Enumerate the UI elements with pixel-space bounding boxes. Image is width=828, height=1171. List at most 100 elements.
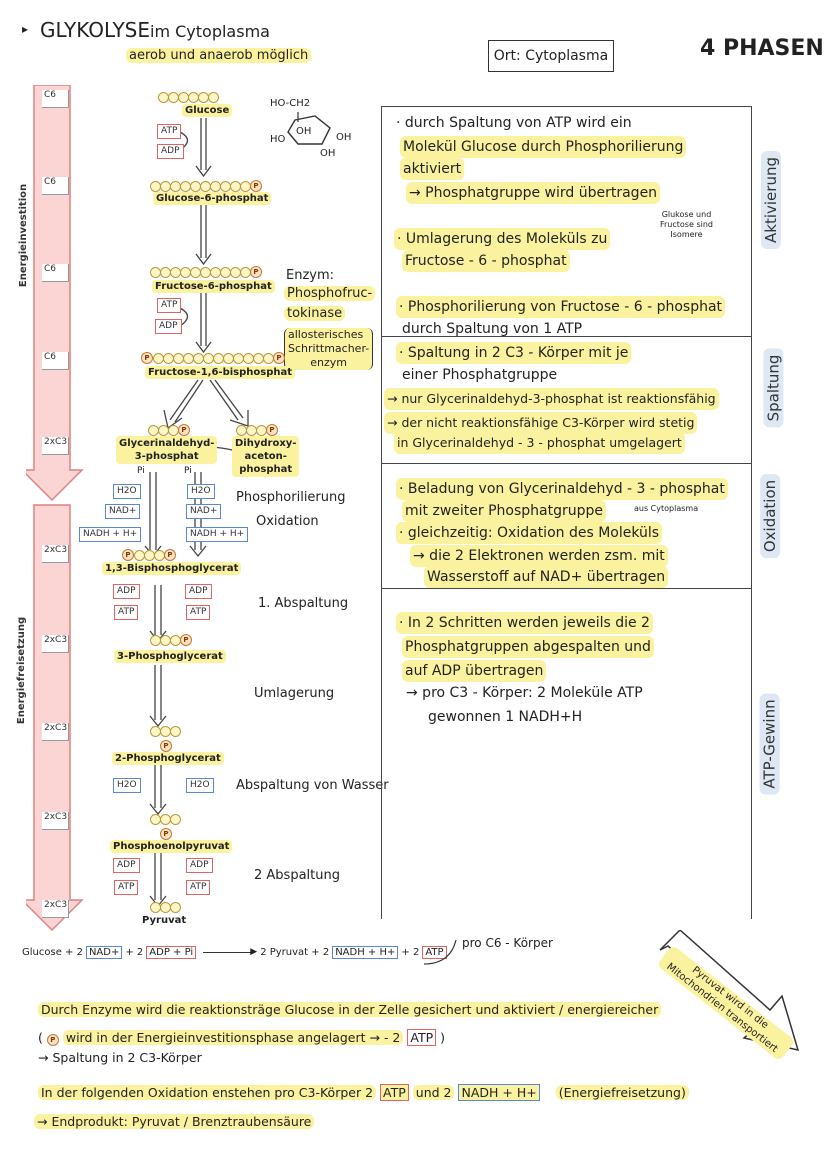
glucose-chain xyxy=(158,92,219,103)
g6p-label: Glucose-6-phosphat xyxy=(153,192,272,205)
pg2-chain xyxy=(150,726,181,737)
summary-nadh: NADH + H+ xyxy=(458,1084,540,1101)
enzyme-note-3: enzym xyxy=(310,356,347,369)
eq-adp: ADP + Pi xyxy=(146,946,197,959)
panel3-line4: → die 2 Elektronen werden zsm. mit xyxy=(410,545,668,567)
nadh-box-1: NADH + H+ xyxy=(79,527,142,542)
h2o-box-4: H2O xyxy=(186,778,214,793)
pg3-label: 3-Phosphoglycerat xyxy=(114,650,226,663)
step-umlagerung: Umlagerung xyxy=(254,686,335,701)
panel4-line1: · In 2 Schritten werden jeweils die 2 xyxy=(396,612,653,634)
panel-split xyxy=(381,336,752,464)
arrow-glc-g6p xyxy=(195,118,212,178)
summary-paren-open: ( xyxy=(38,1030,47,1045)
energy-release-label: Energiefreisetzung xyxy=(16,616,28,725)
pi-label-2: Pi xyxy=(184,466,192,476)
atp-box-3: ATP xyxy=(114,605,139,620)
nadh-box-2: NADH + H+ xyxy=(186,527,249,542)
f6p-chain: P xyxy=(150,266,262,278)
c-label-4: C6 xyxy=(42,352,69,370)
step-phosphorilierung: Phosphorilierung xyxy=(236,490,346,505)
panel4-line4: → pro C3 - Körper: 2 Moleküle ATP xyxy=(406,685,643,701)
bullet-icon: ▸ xyxy=(22,22,29,36)
adp-box-4: ADP xyxy=(185,584,212,599)
panel3-note: aus Cytoplasma xyxy=(634,504,699,513)
oh-label-2: OH xyxy=(336,132,352,143)
f16bp-label: Fructose-1,6-bisphosphat xyxy=(145,366,296,379)
panel2-line5: in Glycerinaldehyd - 3 - phosphat umgela… xyxy=(394,432,685,454)
location-box: Ort: Cytoplasma xyxy=(488,40,614,72)
eq-part-b: + 2 xyxy=(125,947,144,958)
energy-arrows xyxy=(26,85,84,932)
arrow-3pg-2pg xyxy=(149,665,167,728)
c-label-6: 2xC3 xyxy=(42,545,69,563)
summary-line-2-text: wird in der Energieinvestitionsphase ang… xyxy=(62,1030,404,1045)
summary-paren-close: ) xyxy=(440,1030,446,1045)
enzyme-note: allosterisches Schrittmacher- enzym xyxy=(284,328,374,370)
summary-line-5: → Endprodukt: Pyruvat / Brenztraubensäur… xyxy=(34,1114,315,1129)
c-label-1: C6 xyxy=(42,90,69,108)
panel2-line1: · Spaltung in 2 C3 - Körper mit je xyxy=(396,342,632,364)
glucose-structure: HO-CH2 OH HO OH OH xyxy=(266,98,356,168)
h2o-box-2: H2O xyxy=(187,484,215,499)
summary-line-4-energy: (Energiefreisetzung) xyxy=(555,1085,689,1100)
arrow-2pg-pep xyxy=(149,758,167,816)
arrow-gap-bpg xyxy=(144,472,162,558)
page-title: GLYKOLYSE xyxy=(40,18,150,42)
pep-phosphate: P xyxy=(160,828,172,840)
summary-line-4-text: In der folgenden Oxidation enstehen pro … xyxy=(38,1085,377,1100)
c-label-5: 2xC3 xyxy=(42,437,69,455)
ho-label: HO xyxy=(270,134,286,145)
enzyme-note-1: allosterisches xyxy=(288,328,364,341)
glucose-label: Glucose xyxy=(182,104,233,117)
h2o-box-3: H2O xyxy=(113,778,141,793)
summary-line-1: Durch Enzyme wird die reaktionsträge Glu… xyxy=(38,1002,662,1017)
step-wasser: Abspaltung von Wasser xyxy=(236,778,389,793)
oh-label-1: OH xyxy=(296,126,312,137)
panel-activation xyxy=(381,106,752,337)
arrow-bpg-3pg xyxy=(149,585,167,643)
nad-box-2: NAD+ xyxy=(186,504,222,519)
isomer-note-2: Fructose sind xyxy=(660,220,713,229)
pg2-label: 2-Phosphoglycerat xyxy=(112,752,224,765)
panel3-line1: · Beladung von Glycerinaldehyd - 3 - pho… xyxy=(396,478,728,500)
panel-atp xyxy=(381,588,752,919)
panel3-line3: · gleichzeitig: Oxidation des Moleküls xyxy=(396,522,663,544)
panel1-line3: aktiviert xyxy=(400,158,465,180)
subtitle: aerob und anaerob möglich xyxy=(126,48,312,63)
panel1-line4: → Phosphatgruppe wird übertragen xyxy=(406,182,661,204)
arrow-cofactor-2 xyxy=(179,307,189,327)
pyruvat-chain xyxy=(150,902,181,913)
step-abspaltung-1: 1. Abspaltung xyxy=(258,596,349,611)
eq-pro-label: pro C6 - Körper xyxy=(462,936,553,950)
step-oxidation: Oxidation xyxy=(256,514,319,529)
adp-box-2: ADP xyxy=(155,319,182,334)
summary-line-3: → Spaltung in 2 C3-Körper xyxy=(38,1050,202,1065)
nad-box-1: NAD+ xyxy=(105,504,141,519)
c-label-2: C6 xyxy=(42,177,69,195)
eq-atp: ATP xyxy=(422,946,447,959)
pep-chain xyxy=(150,814,181,825)
adp-box-6: ADP xyxy=(186,858,213,873)
atp-box-6: ATP xyxy=(186,880,211,895)
g6p-chain: P xyxy=(150,180,262,192)
step-abspaltung-2: 2 Abspaltung xyxy=(254,868,340,883)
dhap-label: Dihydroxy- aceton- phosphat xyxy=(232,436,300,477)
eq-nad: NAD+ xyxy=(85,946,123,959)
adp-box-3: ADP xyxy=(113,584,140,599)
enzyme-note-2: Schrittmacher- xyxy=(288,342,370,355)
isomer-note-1: Glukose und xyxy=(661,210,712,219)
pro-hook-icon xyxy=(423,939,457,965)
pi-label-1: Pi xyxy=(137,466,145,476)
arrow-pep-pyr xyxy=(149,850,167,908)
phases-header: 4 PHASEN xyxy=(700,36,824,61)
atp-box-5: ATP xyxy=(114,880,139,895)
c-label-7: 2xC3 xyxy=(42,635,69,653)
oh-label-3: OH xyxy=(320,148,336,159)
gap-label: Glycerinaldehyd- 3-phosphat xyxy=(116,436,218,464)
adp-box-1: ADP xyxy=(157,144,184,159)
pyruvat-label: Pyruvat xyxy=(142,915,187,926)
arrow-f6p-f16bp xyxy=(195,292,212,354)
